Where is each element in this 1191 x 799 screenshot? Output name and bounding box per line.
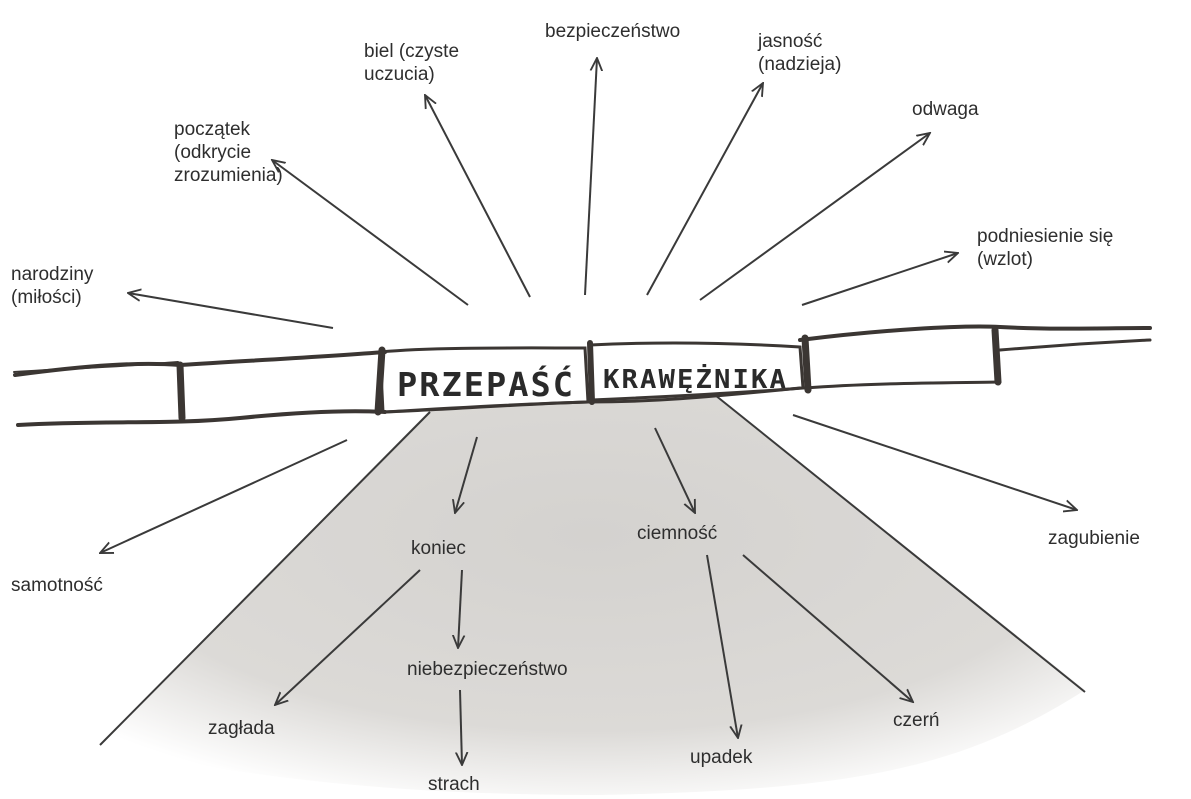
arrow-jasnosc (646, 83, 763, 296)
arrow-niebezpieczenstwo (458, 569, 462, 648)
arrow-ciemnosc (654, 427, 695, 513)
label-zaglada: zagłada (208, 718, 275, 739)
label-narodziny: narodziny (miłości) (11, 264, 94, 308)
arrow-strach (460, 689, 462, 765)
arrow-bezpieczenstwo (584, 58, 597, 296)
label-koniec: koniec (411, 538, 466, 559)
label-czern: czerń (893, 710, 940, 731)
arrow-koniec (455, 436, 478, 513)
label-ciemnosc: ciemność (637, 523, 718, 544)
arrow-upadek (706, 554, 738, 738)
label-jasnosc: jasność (nadzieja) (758, 31, 842, 75)
downward-arrows (100, 414, 1077, 765)
chasm-right-edge (714, 394, 1086, 693)
arrow-poczatek (272, 160, 469, 306)
label-upadek: upadek (690, 747, 753, 768)
bridge-word-right: KRAWĘŻNIKA (603, 363, 788, 395)
label-strach: strach (428, 774, 480, 795)
bridge-wall (13, 324, 1152, 427)
arrow-odwaga (699, 133, 930, 301)
arrow-zaglada (275, 569, 421, 705)
arrow-podniesienie (801, 253, 958, 306)
label-zagubienie: zagubienie (1048, 528, 1140, 549)
arrow-narodziny (128, 293, 334, 329)
label-bezpieczenstwo: bezpieczeństwo (545, 21, 681, 42)
label-poczatek: początek (odkrycie zrozumienia) (174, 119, 283, 186)
label-odwaga: odwaga (912, 99, 979, 120)
label-niebezpieczenstwo: niebezpieczeństwo (407, 659, 568, 680)
arrow-biel (425, 95, 531, 298)
arrow-czern (742, 554, 913, 702)
bridge-word-left: PRZEPAŚĆ (397, 364, 575, 404)
label-podniesienie: podniesienie się (wzlot) (977, 226, 1114, 270)
upward-arrows (128, 58, 958, 329)
arrow-samotnosc (100, 439, 348, 553)
chasm-left-edge (99, 411, 431, 746)
label-biel: biel (czyste uczucia) (364, 41, 460, 85)
label-samotnosc: samotność (11, 575, 103, 596)
arrow-zagubienie (792, 414, 1077, 510)
